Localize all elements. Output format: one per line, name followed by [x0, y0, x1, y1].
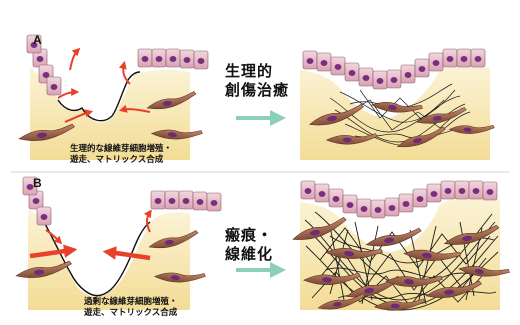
- panel-a-wound: [18, 35, 208, 160]
- result-b-line2: 線維化: [225, 245, 273, 264]
- result-label-a: 生理的 創傷治癒: [225, 62, 289, 100]
- caption-b: 過剰な線維芽細胞増殖・ 遊走、マトリックス合成: [84, 297, 178, 319]
- panel-b-wound: [15, 177, 221, 310]
- caption-a-line2: 遊走、マトリックス合成: [70, 155, 172, 166]
- caption-b-line2: 遊走、マトリックス合成: [84, 308, 178, 319]
- caption-a: 生理的な線維芽細胞増殖・ 遊走、マトリックス合成: [70, 144, 172, 166]
- panel-label-a: A: [33, 33, 42, 47]
- result-b-line1: 瘢痕・: [225, 226, 273, 245]
- panel-b-result: [291, 181, 510, 311]
- caption-b-line1: 過剰な線維芽細胞増殖・: [84, 297, 178, 308]
- result-a-line2: 創傷治癒: [225, 81, 289, 100]
- progression-arrow-a: [236, 110, 286, 126]
- result-label-b: 瘢痕・ 線維化: [225, 226, 273, 264]
- epithelium-right-b: [151, 191, 221, 211]
- panel-a-result: [300, 49, 495, 160]
- result-a-line1: 生理的: [225, 62, 289, 81]
- epithelium-right: [138, 49, 208, 69]
- panel-label-b: B: [33, 176, 42, 190]
- caption-a-line1: 生理的な線維芽細胞増殖・: [70, 144, 172, 155]
- progression-arrow-b: [236, 262, 286, 278]
